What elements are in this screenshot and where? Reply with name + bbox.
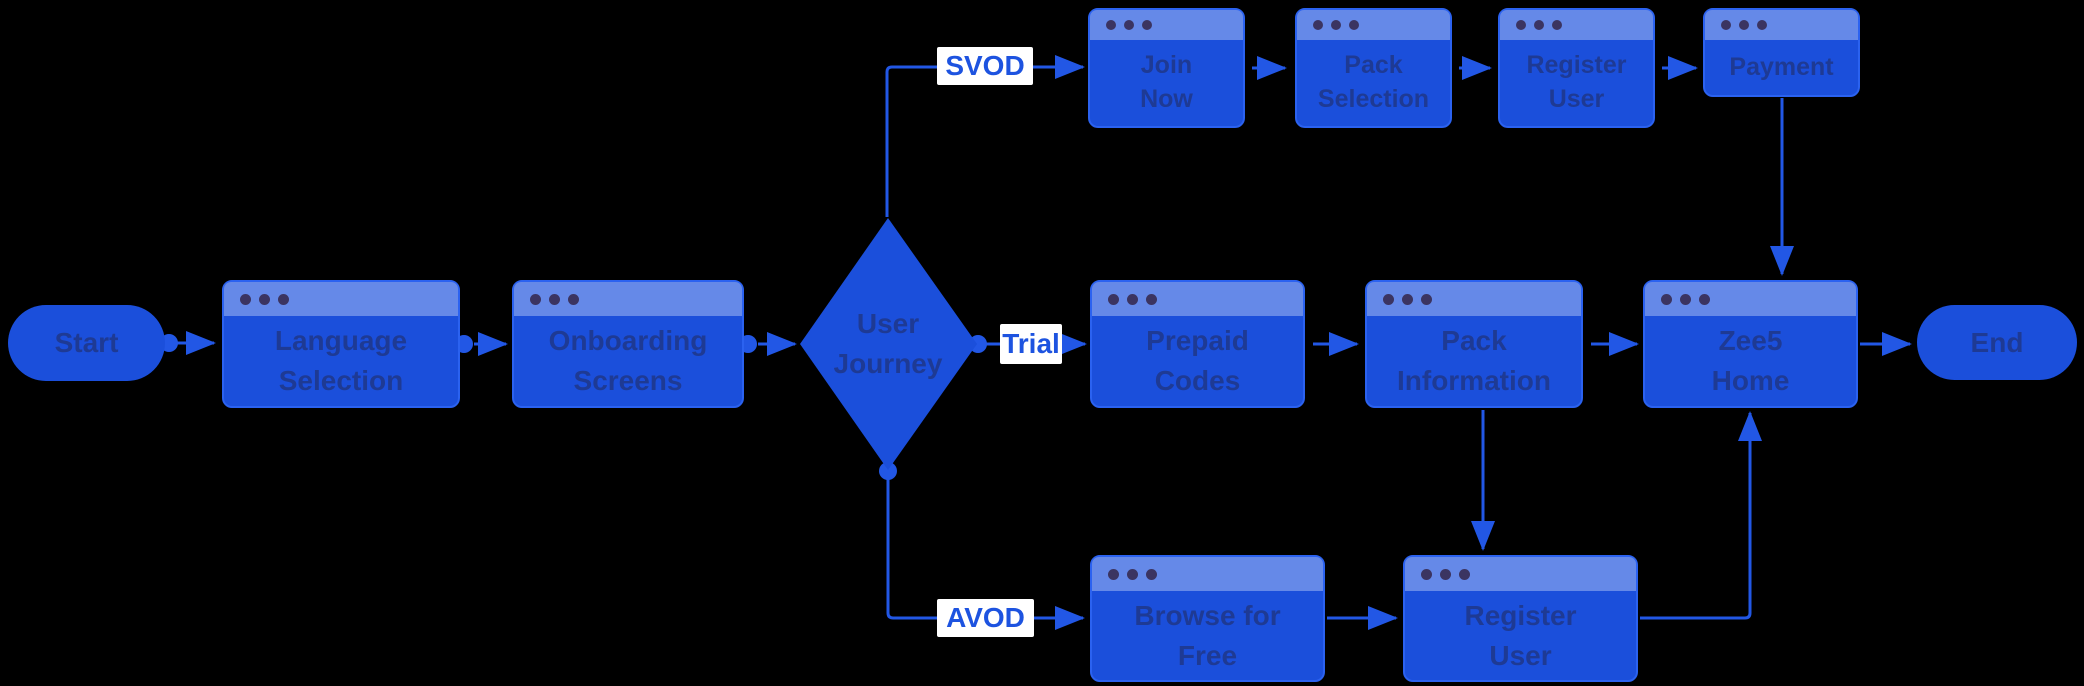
node-label: Pack Selection [1317, 51, 1430, 113]
window-dots-icon [240, 293, 289, 305]
window-header [1297, 10, 1450, 40]
node-label: Register User [1526, 51, 1627, 113]
window-dots-icon [1721, 20, 1767, 30]
window-dots-icon [1421, 568, 1470, 580]
node-pack-selection[interactable]: Pack Selection [1295, 8, 1452, 128]
node-label: Zee5 Home [1711, 325, 1790, 396]
window-header [1500, 10, 1653, 40]
window-header [1092, 282, 1303, 316]
connector-dot [879, 462, 897, 480]
node-payment[interactable]: Payment [1703, 8, 1860, 97]
window-dots-icon [1516, 20, 1562, 30]
edge-label-avod[interactable]: AVOD [937, 599, 1034, 637]
node-user-journey-label: User Journey [833, 308, 943, 379]
window-header [514, 282, 742, 316]
node-pack-information[interactable]: Pack Information [1365, 280, 1583, 408]
node-register-user-avod[interactable]: Register User [1403, 555, 1638, 682]
node-label: Language Selection [274, 325, 408, 396]
node-join-now[interactable]: Join Now [1088, 8, 1245, 128]
node-end-label: End [1970, 326, 2024, 358]
window-header [1092, 557, 1323, 591]
window-header [1705, 10, 1858, 40]
node-start[interactable]: Start [8, 305, 165, 381]
edge-registeravod-to-zee5home [1640, 411, 1762, 620]
window-header [1405, 557, 1636, 591]
window-dots-icon [1108, 568, 1157, 580]
node-user-journey-diamond[interactable] [800, 218, 977, 470]
node-label: Prepaid Codes [1146, 325, 1249, 396]
edge-label-trial[interactable]: Trial [1000, 324, 1062, 364]
node-label: Onboarding Screens [548, 325, 708, 396]
node-label: Pack Information [1397, 325, 1551, 396]
node-language-selection[interactable]: Language Selection [222, 280, 460, 408]
window-dots-icon [1383, 293, 1432, 305]
edge-svod-branch [885, 55, 1085, 217]
window-dots-icon [1313, 20, 1359, 30]
node-label: Register User [1464, 599, 1577, 671]
window-header [1645, 282, 1856, 316]
window-dots-icon [1108, 293, 1157, 305]
window-dots-icon [1661, 293, 1710, 305]
node-onboarding-screens[interactable]: Onboarding Screens [512, 280, 744, 408]
window-header [1090, 10, 1243, 40]
node-end[interactable]: End [1917, 305, 2077, 380]
node-prepaid-codes[interactable]: Prepaid Codes [1090, 280, 1305, 408]
edge-label-svod[interactable]: SVOD [937, 47, 1033, 85]
window-dots-icon [1106, 20, 1152, 30]
node-label: Payment [1729, 52, 1834, 81]
node-browse-for-free[interactable]: Browse for Free [1090, 555, 1325, 682]
node-zee5-home[interactable]: Zee5 Home [1643, 280, 1858, 408]
window-header [1367, 282, 1581, 316]
window-header [224, 282, 458, 316]
node-register-user-svod[interactable]: Register User [1498, 8, 1655, 128]
node-label: Browse for Free [1134, 599, 1281, 671]
node-start-label: Start [54, 327, 119, 358]
window-dots-icon [530, 293, 579, 305]
node-label: Join Now [1140, 51, 1193, 113]
edge-avod-branch [886, 474, 1085, 630]
